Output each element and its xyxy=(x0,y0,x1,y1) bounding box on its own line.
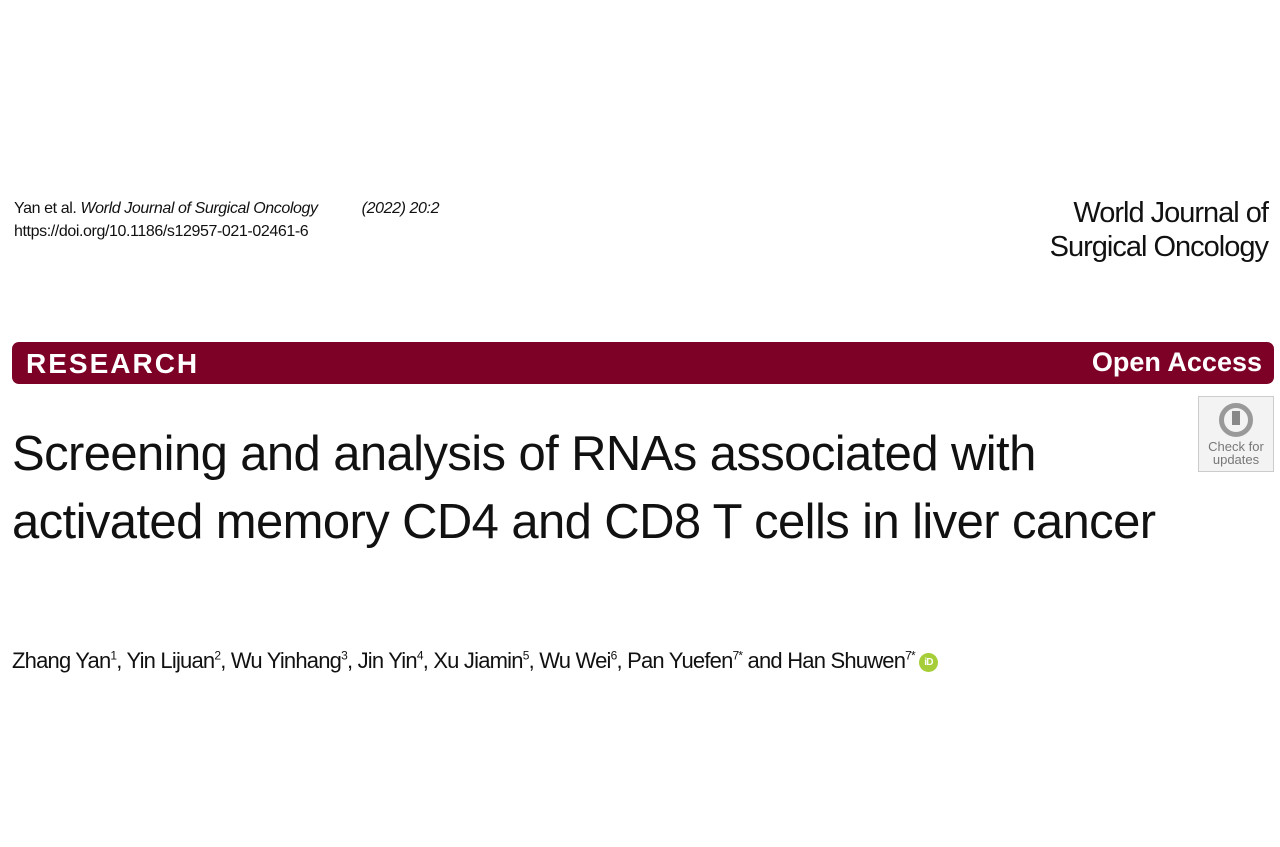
check-updates-line1: Check for xyxy=(1208,439,1264,454)
author-separator: , xyxy=(422,648,434,673)
journal-name-line2: Surgical Oncology xyxy=(1049,231,1269,263)
author-affiliation: 3 xyxy=(341,648,348,663)
author-name[interactable]: Xu Jiamin xyxy=(433,648,523,673)
journal-logo: World Journal of Surgical Oncology xyxy=(1049,196,1269,264)
orcid-icon[interactable]: iD xyxy=(918,652,938,672)
check-for-updates-button[interactable]: Check for updates xyxy=(1198,396,1274,472)
doi-link[interactable]: https://doi.org/10.1186/s12957-021-02461… xyxy=(14,223,309,240)
author-name[interactable]: Wu Wei xyxy=(539,648,611,673)
citation-authors: Yan et al. xyxy=(14,200,77,217)
author-affiliation: 1 xyxy=(110,648,117,663)
citation-journal: World Journal of Surgical Oncology xyxy=(80,200,318,217)
author-affiliation: 7* xyxy=(905,648,916,663)
citation-block: Yan et al. World Journal of Surgical Onc… xyxy=(14,197,439,243)
check-updates-line2: updates xyxy=(1212,452,1260,467)
author-name[interactable]: Zhang Yan xyxy=(12,648,111,673)
article-title: Screening and analysis of RNAs associate… xyxy=(12,427,1156,549)
author-name[interactable]: Han Shuwen xyxy=(787,648,906,673)
author-name[interactable]: Jin Yin xyxy=(357,648,418,673)
author-affiliation: 2 xyxy=(214,648,221,663)
author-separator: and xyxy=(742,648,788,673)
journal-name-line1: World Journal of xyxy=(1073,197,1269,229)
bookmark-icon xyxy=(1219,403,1253,437)
author-separator: , xyxy=(220,648,231,673)
author-name[interactable]: Wu Yinhang xyxy=(230,648,342,673)
article-type-banner: RESEARCH Open Access xyxy=(12,342,1274,384)
author-list: Zhang Yan1, Yin Lijuan2, Wu Yinhang3, Ji… xyxy=(12,648,938,674)
author-affiliation: 6 xyxy=(610,648,618,663)
author-name[interactable]: Yin Lijuan xyxy=(126,648,216,673)
open-access-label: Open Access xyxy=(1091,347,1262,377)
author-name[interactable]: Pan Yuefen xyxy=(627,648,733,673)
author-separator: , xyxy=(528,648,540,673)
author-separator: , xyxy=(116,648,127,673)
author-affiliation: 5 xyxy=(522,648,530,663)
author-affiliation: 7* xyxy=(732,648,744,663)
author-affiliation: 4 xyxy=(416,648,424,663)
author-separator: , xyxy=(346,648,358,673)
citation-year-volume: (2022) 20:2 xyxy=(361,200,440,217)
article-type: RESEARCH xyxy=(26,348,200,379)
author-separator: , xyxy=(616,648,628,673)
